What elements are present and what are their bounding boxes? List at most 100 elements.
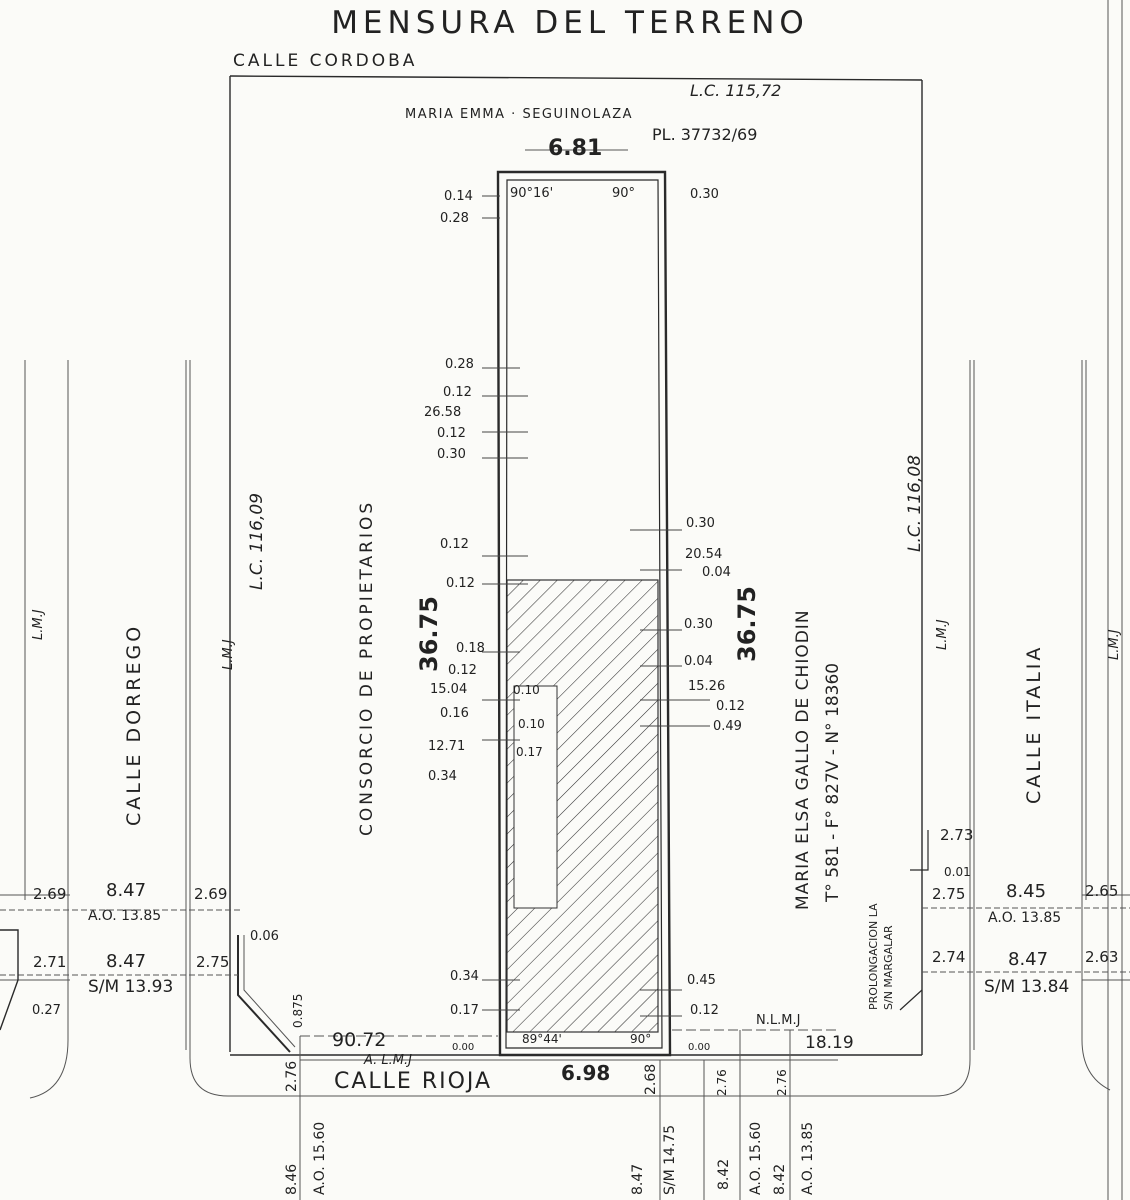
inner-dim: 0.17: [516, 745, 543, 759]
bottom-dim: A.O. 15.60: [312, 1122, 328, 1195]
left-dim: 0.34: [450, 969, 479, 984]
left-dim: 0.17: [450, 1003, 479, 1018]
angle-bl: 89°44': [522, 1032, 562, 1046]
neighbour-labels: CONSORCIO DE PROPIETARIOS MARIA ELSA GAL…: [31, 455, 1122, 1010]
corner-dim: S/M 13.84: [984, 977, 1069, 997]
east-owner: MARIA ELSA GALLO DE CHIODIN: [793, 609, 813, 910]
front-top-dim: 6.81: [548, 136, 602, 161]
bottom-dim: 2.76: [715, 1069, 729, 1096]
corner-dim: 0.27: [32, 1003, 61, 1018]
right-dim: 0.12: [690, 1003, 719, 1018]
left-dim: 0.34: [428, 769, 457, 784]
right-dim: 0.00: [688, 1042, 710, 1053]
corner-dim: 2.74: [932, 948, 965, 966]
lc-top: L.C. 115,72: [690, 81, 781, 100]
left-dim: 0.12: [446, 576, 475, 591]
left-dim: 12.71: [428, 739, 465, 754]
bottom-dim: A.O. 15.60: [748, 1122, 764, 1195]
dist-corner-right: 18.19: [805, 1033, 854, 1053]
street-names: CALLE DORREGO CALLE ITALIA CALLE RIOJA: [123, 624, 1045, 1094]
right-dim: 0.30: [690, 187, 719, 202]
prolongacion-label2: S/N MARGALAR: [882, 925, 895, 1010]
right-dim: 0.04: [702, 565, 731, 580]
right-dim: 0.30: [686, 516, 715, 531]
lm-right-inner: L.M.J: [935, 619, 950, 650]
plan-ref: PL. 37732/69: [652, 125, 757, 144]
lc-left: L.C. 116,09: [247, 493, 267, 590]
left-dim: 0.12: [437, 426, 466, 441]
angle-br: 90°: [630, 1032, 651, 1046]
bottom-dim: 8.46: [284, 1164, 300, 1195]
street-top: CALLE CORDOBA: [233, 51, 417, 71]
street-left: CALLE DORREGO: [123, 624, 145, 826]
left-dim: 0.12: [440, 537, 469, 552]
lot-depth: 36.75 36.75: [415, 586, 761, 672]
street-bottom: CALLE RIOJA: [334, 1069, 492, 1094]
right-dim: 20.54: [685, 547, 722, 562]
left-dim: 0.28: [445, 357, 474, 372]
bottom-dim: S/M 14.75: [662, 1125, 678, 1195]
right-dim: 0.12: [716, 699, 745, 714]
lc-right: L.C. 116,08: [905, 455, 925, 552]
left-dim: 26.58: [424, 405, 461, 420]
inner-dim: 0.10: [518, 717, 545, 731]
bottom-dim: A.O. 13.85: [800, 1122, 816, 1195]
right-corner-dims: 2.73 0.01 2.75 8.45 2.65 A.O. 13.85 2.74…: [910, 826, 1130, 997]
corner-dim: 2.71: [33, 953, 66, 971]
corner-dim: 2.69: [33, 885, 66, 903]
street-right: CALLE ITALIA: [1023, 645, 1045, 804]
right-dim: 15.26: [688, 679, 725, 694]
bottom-dim: 8.47: [630, 1164, 646, 1195]
right-side-dims: 0.30 0.30 20.54 0.04 0.30 0.04 15.26 0.1…: [684, 187, 745, 1053]
nlm-label: N.L.M.J: [756, 1013, 800, 1028]
left-side-dims: 0.14 0.28 0.28 0.12 26.58 0.12 0.30 0.12…: [424, 189, 485, 1053]
east-ref: T° 581 - F° 827V - N° 18360: [823, 663, 843, 903]
courtyard: [513, 685, 558, 909]
bottom-dim: 2.68: [643, 1064, 659, 1095]
corner-dim: 8.47: [106, 880, 146, 901]
left-corner-dims: 2.69 8.47 2.69 A.O. 13.85 2.71 8.47 2.75…: [0, 880, 279, 1031]
corner-dim: S/M 13.93: [88, 977, 173, 997]
corner-dim: 8.47: [1008, 949, 1048, 970]
left-dim: 0.30: [437, 447, 466, 462]
corner-dim: 2.69: [194, 885, 227, 903]
lm-right-outer: L.M.J: [1107, 629, 1122, 660]
corner-dim: 0.06: [250, 929, 279, 944]
corner-dim: 8.47: [106, 951, 146, 972]
bottom-dim: 0.875: [291, 994, 305, 1028]
bottom-dim: 2.76: [775, 1069, 789, 1096]
left-dim: 15.04: [430, 682, 467, 697]
corner-dim: 0.01: [944, 865, 971, 879]
bottom-dims: 8.46 A.O. 15.60 2.76 0.875 8.47 S/M 14.7…: [284, 994, 816, 1195]
corner-dim: 2.63: [1085, 948, 1118, 966]
inner-dim: 0.10: [513, 683, 540, 697]
left-dim: 0.12: [448, 663, 477, 678]
frontage-line: 90.72 18.19 N.L.M.J A. L.M.J: [299, 1013, 854, 1200]
north-owner: MARIA EMMA · SEGUINOLAZA: [405, 107, 633, 122]
left-dim: 0.18: [456, 641, 485, 656]
left-dim: 0.16: [440, 706, 469, 721]
bottom-dim: 2.76: [284, 1061, 300, 1092]
lm-left-inner: L.M.J: [221, 639, 236, 670]
left-dim: 0.28: [440, 211, 469, 226]
right-dim: 0.49: [713, 719, 742, 734]
block-outline: [229, 75, 923, 1056]
left-dim: 0.00: [452, 1042, 474, 1053]
left-dim: 0.14: [444, 189, 473, 204]
prolongacion-label: PROLONGACION LA: [867, 903, 880, 1010]
bottom-dim: 8.42: [772, 1164, 788, 1195]
inner-dims: 0.10 0.10 0.17: [513, 683, 545, 759]
west-owner: CONSORCIO DE PROPIETARIOS: [357, 500, 377, 836]
lm-left-outer: L.M.J: [31, 609, 46, 640]
dist-corner-left: 90.72: [332, 1029, 386, 1051]
depth-left: 36.75: [415, 596, 443, 672]
corner-dim: 2.75: [932, 885, 965, 903]
angle-tl: 90°16': [510, 186, 553, 201]
corner-dim: A.O. 13.85: [88, 908, 161, 924]
lot-front-top: 6.81 MARIA EMMA · SEGUINOLAZA PL. 37732/…: [405, 81, 781, 201]
alm-label: A. L.M.J: [363, 1053, 412, 1068]
bottom-dim: 8.42: [716, 1159, 732, 1190]
corner-dim: 2.73: [940, 826, 973, 844]
